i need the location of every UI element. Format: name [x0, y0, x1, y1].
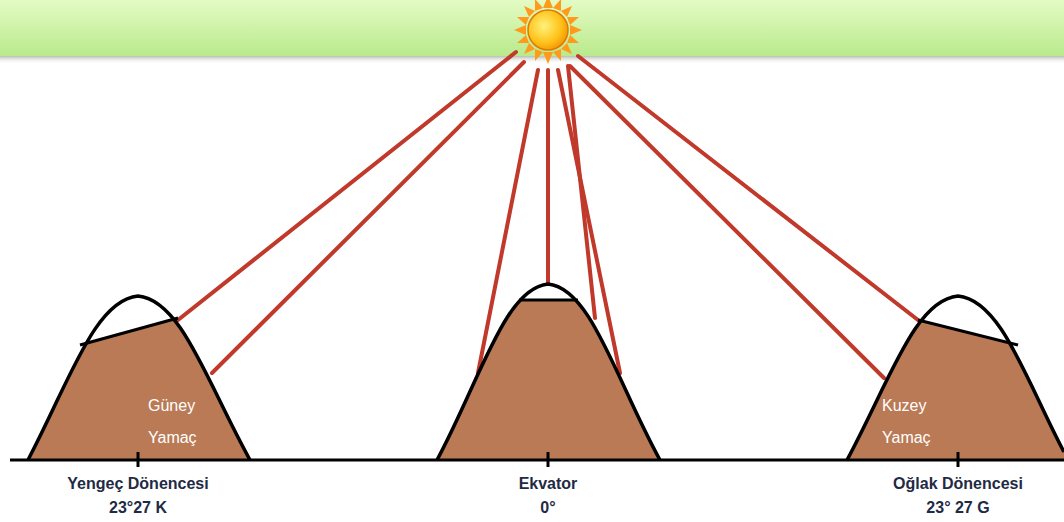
latitude-value: 0° — [540, 498, 555, 518]
slope-label: Kuzey Yamaç — [882, 390, 944, 454]
latitude-name: Oğlak Dönencesi — [893, 474, 1023, 494]
slope-label: Güney Yamaç — [148, 390, 210, 454]
latitude-value: 23° 27 G — [926, 498, 989, 518]
latitude-value: 23°27 K — [109, 498, 167, 518]
latitude-name: Yengeç Dönencesi — [67, 474, 208, 494]
banner-shadow — [0, 56, 1064, 64]
ground-line — [10, 452, 1064, 467]
mountain-right — [847, 296, 1064, 460]
top-banner — [0, 0, 1064, 56]
sun — [514, 0, 582, 64]
mountain-middle — [437, 284, 660, 460]
mountain-left — [28, 296, 250, 460]
latitude-name: Ekvator — [519, 474, 578, 494]
